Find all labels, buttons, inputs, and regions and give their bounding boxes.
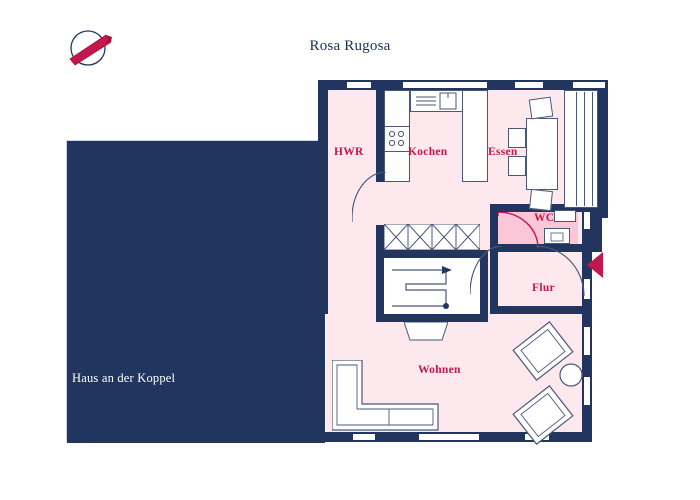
- armchair-lower: [512, 385, 574, 445]
- wall-left-lower: [310, 304, 320, 442]
- caption-panel: [67, 141, 325, 443]
- window-top-3: [514, 81, 544, 89]
- wohnen-niche: [404, 322, 448, 341]
- room-label-essen: Essen: [488, 146, 518, 158]
- dining-chair-left-1: [508, 128, 526, 148]
- floorplan-drawing: HWR Kochen Essen WC Flur Wohnen: [310, 80, 608, 450]
- dining-chair-top: [528, 96, 554, 120]
- door-hwr: [352, 172, 387, 222]
- bay-window-mullion-3: [592, 92, 593, 206]
- wall-hwr-right-lower: [376, 225, 384, 257]
- wall-right-wc-bottom: [582, 242, 602, 252]
- hatch-cabinets: [384, 224, 480, 250]
- room-label-wohnen: Wohnen: [418, 364, 461, 376]
- staircase-with-direction-arrow: [384, 258, 480, 314]
- wall-right-bay-side: [598, 80, 608, 208]
- door-entrance: [536, 246, 585, 297]
- wc-washbasin: [554, 210, 576, 222]
- window-top-4: [572, 81, 606, 89]
- door-wc: [498, 212, 539, 249]
- wall-stair-right: [480, 258, 488, 322]
- wall-stair-top: [376, 250, 488, 258]
- room-label-wc: WC: [534, 212, 555, 224]
- entry-arrow-icon: [587, 252, 603, 278]
- rosa-rugosa-ribbon-logo: [69, 30, 112, 66]
- l-shaped-sofa: [332, 360, 439, 431]
- wall-flur-bottom: [490, 306, 592, 314]
- wc-toilet: [544, 228, 570, 244]
- kitchen-sink-icon: [416, 92, 457, 110]
- window-bottom-1: [352, 433, 376, 441]
- window-bottom-2: [418, 433, 480, 441]
- wall-flur-left: [490, 204, 498, 314]
- wall-left-upper: [318, 80, 328, 312]
- caption-text: Haus an der Koppel: [72, 371, 176, 385]
- door-flur-left: [470, 246, 503, 295]
- window-right-3: [583, 326, 591, 356]
- room-label-hwr: HWR: [334, 146, 364, 158]
- wall-wc-bottom: [490, 244, 584, 252]
- bay-window-mullion-1: [576, 92, 577, 206]
- wall-hwr-right-upper: [376, 90, 384, 182]
- wc-toilet-bowl-icon: [550, 232, 564, 242]
- room-label-flur: Flur: [532, 282, 555, 294]
- page-title: Rosa Rugosa: [309, 38, 391, 54]
- dining-chair-bottom: [529, 188, 553, 212]
- room-label-kochen: Kochen: [408, 146, 448, 158]
- wall-right-wc-side: [592, 208, 602, 250]
- bay-window-mullion-2: [584, 92, 585, 206]
- wall-stair-left: [376, 258, 384, 322]
- wall-stair-bottom: [376, 314, 488, 322]
- stove-burners-icon: [388, 130, 405, 147]
- window-top-1: [346, 81, 372, 89]
- window-right-1: [583, 210, 591, 230]
- armchair-upper: [512, 321, 574, 381]
- window-top-2: [402, 81, 488, 89]
- dining-table: [526, 118, 558, 190]
- kitchen-counter-right: [462, 90, 488, 182]
- round-side-table: [559, 363, 583, 387]
- kitchen-stove-four-burner: [384, 126, 410, 152]
- window-right-4: [583, 376, 591, 406]
- dining-chair-left-2: [508, 156, 526, 176]
